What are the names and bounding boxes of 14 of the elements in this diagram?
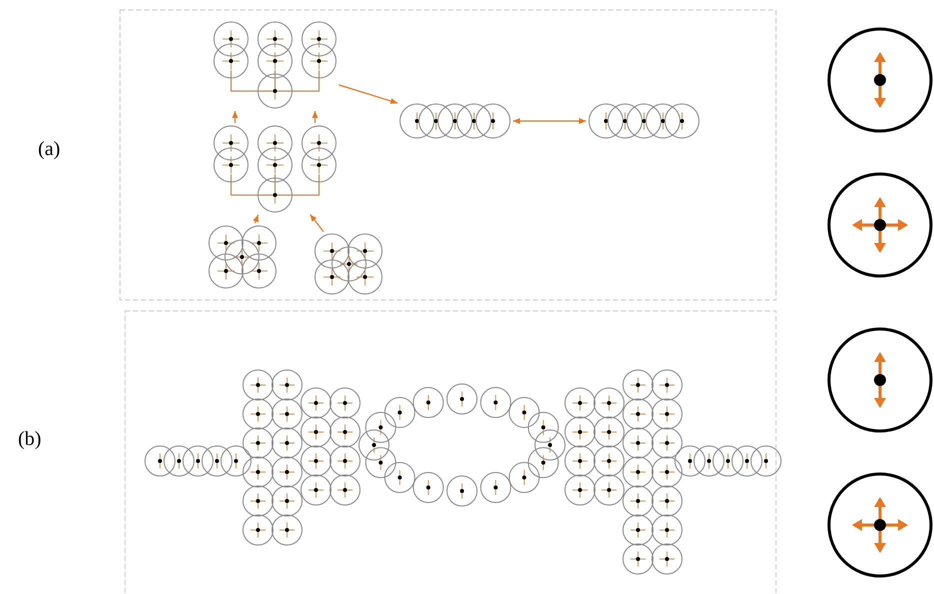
arrow [338,84,398,104]
module-configuration-drawing [209,226,276,288]
arrow [513,118,586,124]
module-configuration-drawing [400,104,510,138]
panel-label: (b) [18,428,42,451]
module-configuration-drawing [214,126,336,212]
module-configuration-drawing [315,234,382,294]
arrow [252,214,259,224]
arrow [232,111,238,123]
module-configuration-drawing [214,22,336,108]
arrow [312,111,318,123]
module-configuration-drawing [589,104,699,138]
panel-label: (a) [38,138,60,161]
arrow [310,214,324,232]
